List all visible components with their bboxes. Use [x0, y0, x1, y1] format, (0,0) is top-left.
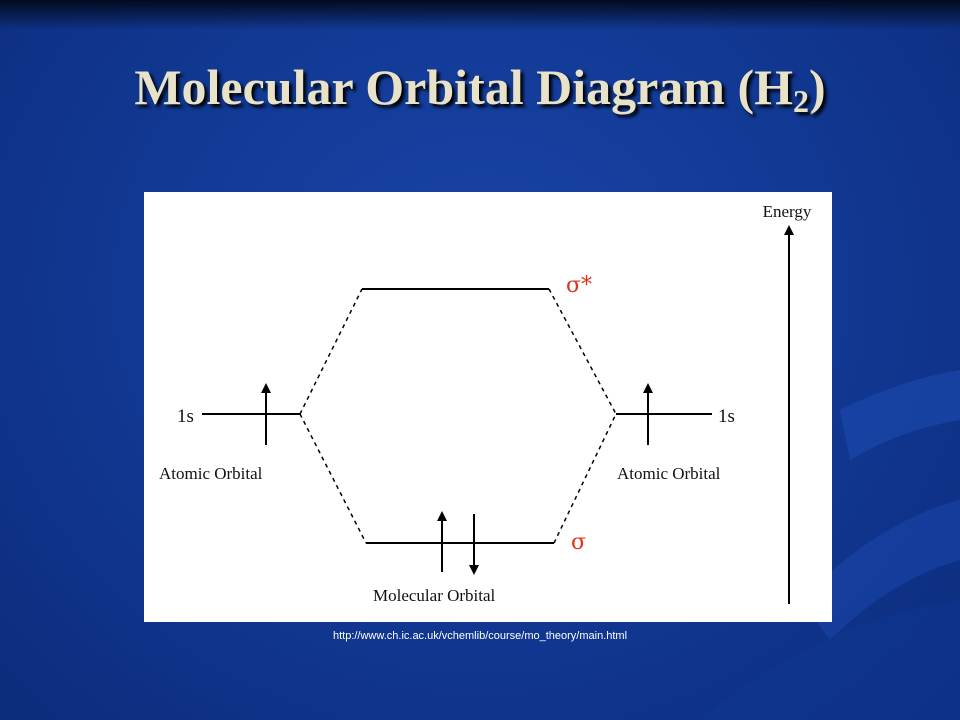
slide-title: Molecular Orbital Diagram (H2): [134, 59, 826, 119]
correlation-lines: [299, 288, 617, 544]
molecular-orbital-caption: Molecular Orbital: [373, 586, 496, 605]
right-orbital-label: 1s: [718, 406, 735, 427]
title-subscript: 2: [793, 83, 809, 119]
right-atomic-caption: Atomic Orbital: [617, 464, 721, 483]
left-atomic-caption: Atomic Orbital: [159, 464, 263, 483]
bonding-label: σ: [571, 530, 586, 555]
mo-diagram-panel: Energy σ* σ 1s Atomic Orbital 1s Atomic …: [144, 192, 832, 622]
source-url: http://www.ch.ic.ac.uk/vchemlib/course/m…: [332, 630, 628, 642]
top-shadow-band: [0, 0, 960, 30]
energy-label: Energy: [763, 202, 812, 221]
mo-diagram: Energy σ* σ 1s Atomic Orbital 1s Atomic …: [159, 202, 812, 605]
left-orbital-label: 1s: [177, 406, 194, 427]
antibonding-label: σ*: [566, 273, 592, 298]
